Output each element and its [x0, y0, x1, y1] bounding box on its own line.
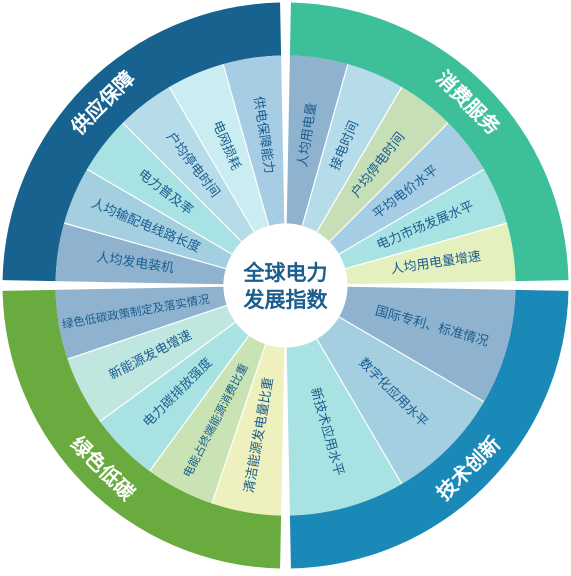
segment-tech-2 [286, 338, 402, 516]
separator-layer [63, 63, 508, 504]
segment-divider-green-3 [99, 321, 236, 422]
segment-consumer-2 [316, 87, 449, 242]
segment-divider-tech-2 [316, 338, 403, 485]
segment-consumer-4 [338, 169, 507, 269]
segment-green-2 [99, 322, 249, 472]
segment-divider-supply-2 [86, 168, 233, 255]
segment-divider-consumer-4 [338, 168, 485, 255]
segment-divider-green-1 [211, 344, 267, 504]
segment-green-4 [55, 286, 227, 360]
segment-divider-supply-3 [122, 122, 243, 243]
segment-supply-4 [169, 64, 269, 233]
segment-divider-consumer-2 [316, 86, 403, 233]
segment-divider-consumer-1 [301, 63, 349, 226]
center-title-line1: 全球电力 [243, 261, 328, 285]
segment-consumer-0 [286, 55, 348, 226]
segment-divider-supply-1 [63, 222, 226, 270]
segment-green-3 [67, 305, 236, 422]
outer-ring-layer [2, 2, 569, 569]
segment-consumer-3 [329, 122, 484, 255]
quadrant-ring-tech [289, 289, 569, 569]
segment-divider-green-4 [67, 304, 227, 360]
quadrant-ring-supply [2, 2, 282, 282]
segment-supply-5 [223, 55, 285, 226]
quadrant-ring-consumer [289, 2, 569, 282]
segment-consumer-1 [302, 64, 402, 233]
segment-supply-0 [55, 223, 226, 285]
segment-divider-supply-4 [168, 86, 255, 233]
segment-divider-consumer-5 [345, 222, 508, 270]
segment-divider-green-2 [149, 335, 250, 472]
segment-divider-supply-5 [222, 63, 270, 226]
segment-divider-consumer-3 [328, 122, 449, 243]
segment-tech-0 [338, 286, 516, 402]
segment-tech-1 [316, 316, 484, 484]
segment-consumer-5 [345, 223, 516, 285]
segment-supply-2 [87, 122, 242, 255]
quadrant-ring-green [2, 289, 282, 569]
segment-divider-tech-1 [338, 316, 485, 403]
segment-supply-1 [64, 169, 233, 269]
center-disc [223, 223, 348, 348]
segment-layer [55, 55, 516, 516]
center-title-line2: 发展指数 [243, 288, 329, 312]
segment-supply-3 [122, 87, 255, 242]
segment-green-0 [211, 344, 285, 516]
segment-green-1 [149, 335, 266, 504]
